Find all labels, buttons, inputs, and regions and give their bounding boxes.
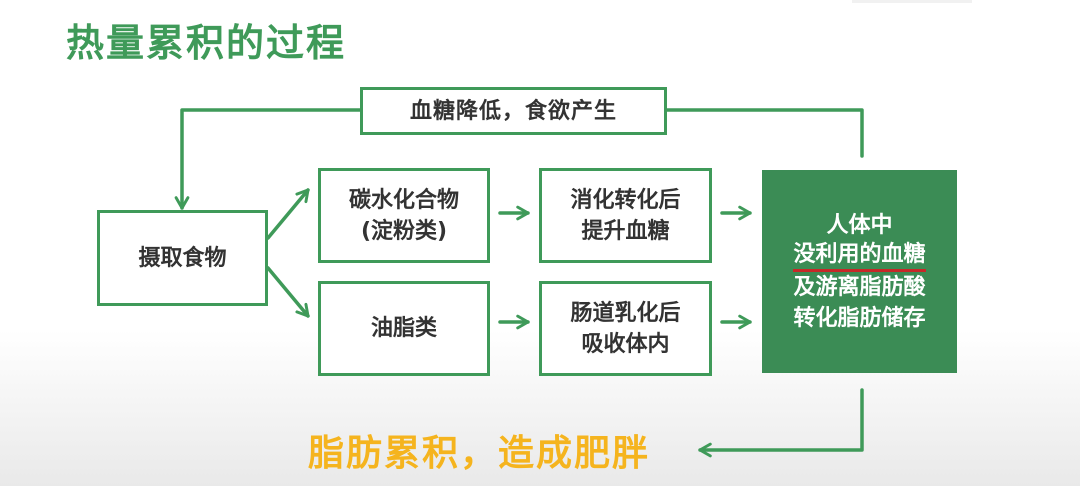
- loop-label: 血糖降低，食欲产生: [409, 98, 617, 124]
- carb-label-line1: 碳水化合物: [348, 187, 459, 213]
- page-title: 热量累积的过程: [66, 21, 347, 65]
- arrow-intake-carb: [266, 188, 310, 240]
- result-label-line2: 没利用的血糖: [793, 241, 926, 272]
- intake-label: 摄取食物: [138, 245, 227, 271]
- result-label-line4: 转化脂肪储存: [793, 305, 926, 331]
- intestine-box: 肠道乳化后 吸收体内: [539, 281, 712, 376]
- digest-label-line1: 消化转化后: [570, 187, 681, 213]
- fat-box: 油脂类: [318, 281, 490, 376]
- arrow-result-outcome: [698, 388, 864, 458]
- carb-label-line2: (淀粉类): [360, 218, 448, 244]
- digest-label-line2: 提升血糖: [581, 218, 670, 244]
- arrow-intake-fat: [266, 266, 310, 318]
- intestine-label-line1: 肠道乳化后: [570, 300, 681, 326]
- digest-box: 消化转化后 提升血糖: [539, 168, 712, 263]
- loop-line-right: [665, 108, 864, 158]
- carb-box: 碳水化合物 (淀粉类): [318, 168, 490, 263]
- fat-label: 油脂类: [370, 316, 437, 341]
- intake-box: 摄取食物: [97, 210, 268, 306]
- result-label-line1: 人体中: [826, 212, 893, 238]
- result-label-line3: 及游离脂肪酸: [793, 274, 926, 300]
- watermark: [852, 0, 972, 3]
- result-box: 人体中 没利用的血糖 及游离脂肪酸 转化脂肪储存: [762, 170, 957, 373]
- intestine-label-line2: 吸收体内: [581, 331, 670, 357]
- loop-label-box: 血糖降低，食欲产生: [360, 87, 667, 135]
- outcome-text: 脂肪累积，造成肥胖: [308, 433, 651, 474]
- loop-line-left: [174, 108, 362, 210]
